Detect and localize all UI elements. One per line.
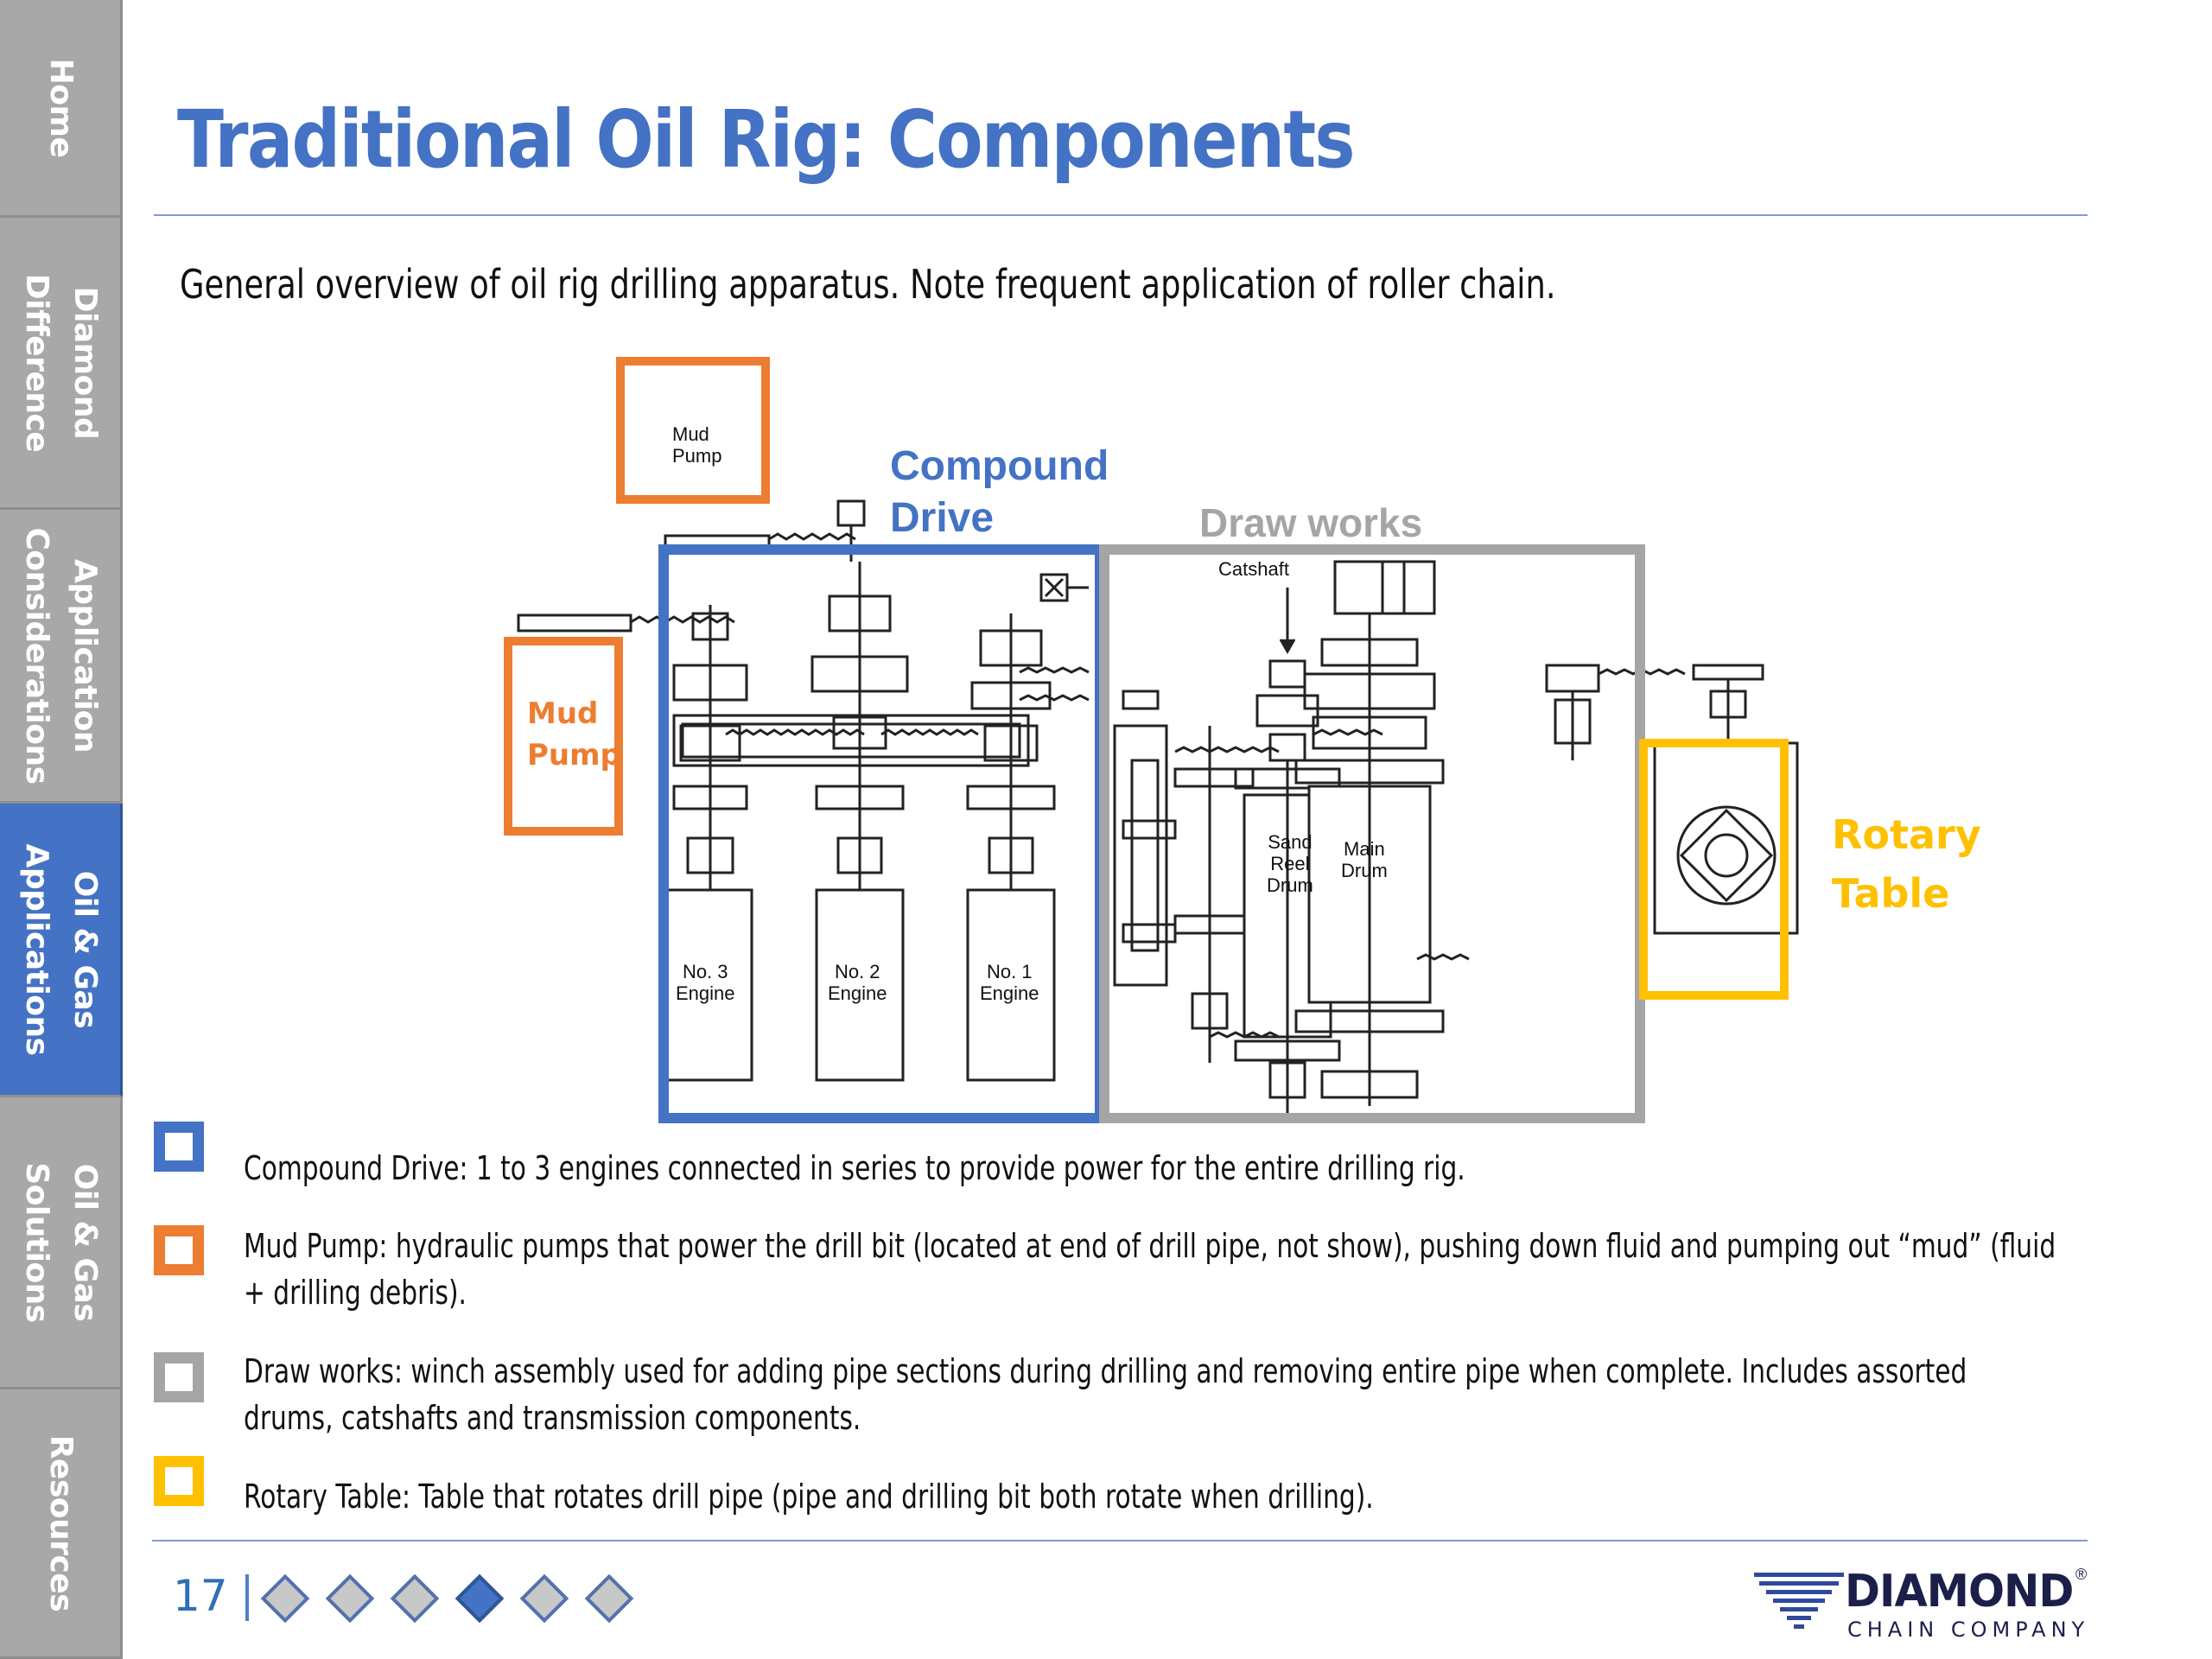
nav-diamond-1[interactable] bbox=[260, 1573, 310, 1624]
nav-diamond-6[interactable] bbox=[584, 1573, 634, 1624]
title-divider bbox=[154, 214, 2088, 216]
sidebar-item-label: Resources bbox=[42, 1434, 79, 1611]
legend-swatch-mud-pump bbox=[154, 1225, 204, 1275]
legend-text-compound-drive: Compound Drive: 1 to 3 engines connected… bbox=[244, 1149, 1465, 1187]
engine-1-label: No. 1 Engine bbox=[980, 961, 1039, 1004]
page-number: 17 bbox=[173, 1571, 228, 1621]
legend-swatch-compound-drive bbox=[154, 1122, 204, 1172]
logo-diamond-icon bbox=[1754, 1573, 1844, 1629]
legend-text-rotary-table: Rotary Table: Table that rotates drill p… bbox=[244, 1478, 1374, 1516]
oil-rig-diagram: Mud Pump Catshaft No. 3 Engine No. 2 Eng… bbox=[467, 354, 1981, 1132]
sidebar-item-oil-gas-applications[interactable]: Oil & Gas Applications bbox=[0, 804, 123, 1097]
sidebar-item-diamond-difference[interactable]: Diamond Difference bbox=[0, 218, 123, 510]
main-drum-label: Main Drum bbox=[1341, 838, 1388, 881]
legend-swatch-draw-works bbox=[154, 1352, 204, 1402]
compound-drive-label: Compound Drive bbox=[890, 441, 1109, 544]
sidebar-item-label: Oil & Gas Applications bbox=[18, 842, 103, 1056]
logo-name: DIAMOND bbox=[1845, 1566, 2074, 1618]
compound-drive-label-line2: Drive bbox=[890, 495, 995, 541]
legend-text-mud-pump: Mud Pump: hydraulic pumps that power the… bbox=[244, 1227, 2056, 1312]
sidebar-item-application-considerations[interactable]: Application Considerations bbox=[0, 510, 123, 804]
diamond-chain-logo: DIAMOND ® CHAIN COMPANY bbox=[1754, 1566, 2100, 1643]
mud-pump-label-line1: Mud bbox=[527, 696, 599, 731]
sidebar-item-oil-gas-solutions[interactable]: Oil & Gas Solutions bbox=[0, 1097, 123, 1389]
mud-pump-small-label: Mud Pump bbox=[672, 423, 722, 467]
logo-subtitle: CHAIN COMPANY bbox=[1847, 1618, 2090, 1642]
rotary-table-label: Rotary Table bbox=[1832, 805, 1981, 923]
sidebar-item-resources[interactable]: Resources bbox=[0, 1389, 123, 1659]
sidebar-nav: Home Diamond Difference Application Cons… bbox=[0, 0, 126, 1659]
sidebar-item-label: Application Considerations bbox=[18, 526, 103, 785]
sidebar-item-home[interactable]: Home bbox=[0, 0, 123, 218]
rotary-table-label-line1: Rotary bbox=[1832, 811, 1981, 858]
page-subtitle: General overview of oil rig drilling app… bbox=[180, 261, 1556, 308]
sidebar-item-label: Diamond Difference bbox=[18, 273, 103, 452]
rig-schematic bbox=[504, 357, 1799, 1123]
page-number-separator bbox=[245, 1574, 249, 1621]
legend-text-draw-works: Draw works: winch assembly used for addi… bbox=[244, 1352, 1967, 1437]
mud-pump-label-line2: Pump bbox=[527, 738, 621, 772]
mud-pump-label: Mud Pump bbox=[527, 693, 621, 776]
nav-diamond-4[interactable] bbox=[454, 1573, 505, 1624]
nav-diamond-2[interactable] bbox=[325, 1573, 375, 1624]
footer-divider bbox=[152, 1540, 2088, 1541]
sand-reel-drum-label: Sand Reel Drum bbox=[1267, 831, 1313, 896]
engine-3-label: No. 3 Engine bbox=[676, 961, 735, 1004]
nav-diamond-3[interactable] bbox=[390, 1573, 440, 1624]
engine-2-label: No. 2 Engine bbox=[828, 961, 887, 1004]
page-title: Traditional Oil Rig: Components bbox=[177, 93, 1356, 186]
draw-works-label: Draw works bbox=[1199, 500, 1423, 545]
sidebar-item-label: Oil & Gas Solutions bbox=[18, 1161, 103, 1323]
compound-drive-label-line1: Compound bbox=[890, 443, 1109, 489]
rotary-table-label-line2: Table bbox=[1832, 870, 1950, 917]
catshaft-label: Catshaft bbox=[1218, 558, 1289, 580]
sidebar-item-label: Home bbox=[42, 58, 79, 157]
legend-swatch-rotary-table bbox=[154, 1456, 204, 1506]
logo-registered-mark: ® bbox=[2075, 1566, 2088, 1583]
nav-diamond-5[interactable] bbox=[519, 1573, 569, 1624]
